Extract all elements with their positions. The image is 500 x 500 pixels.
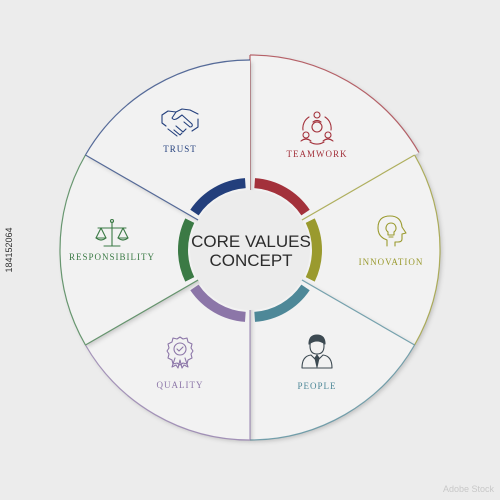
watermark: Adobe Stock [442,484,494,494]
handshake-icon [161,108,199,137]
head-lightbulb-icon [377,215,407,247]
center-disc [190,190,310,310]
quality-badge-icon [166,336,194,369]
segment-label-innovation: INNOVATION [359,257,424,267]
title-line-2: CONCEPT [209,251,292,270]
teamwork-icon [300,111,334,145]
center-ring [178,178,322,322]
ring-arc-innovation [305,218,322,282]
segment-label-trust: TRUST [163,144,197,154]
ring-arc-quality [190,284,246,322]
segment-label-responsibility: RESPONSIBILITY [69,252,155,262]
segment-icons [95,108,407,369]
stock-id: 184152064 [4,227,14,273]
segment-labels: TEAMWORK INNOVATION PEOPLE QUALITY RESPONSIB… [69,144,424,391]
scales-icon [95,218,129,247]
title-line-1: CORE VALUES [191,232,311,251]
ring-arc-people [254,284,310,322]
segment-label-quality: QUALITY [157,380,204,390]
businessman-icon [301,334,333,369]
ring-arc-responsibility [178,218,195,282]
segment-label-people: PEOPLE [297,381,336,391]
ring-arc-teamwork [254,178,310,216]
ring-arc-trust [190,178,246,216]
segment-label-teamwork: TEAMWORK [287,149,348,159]
